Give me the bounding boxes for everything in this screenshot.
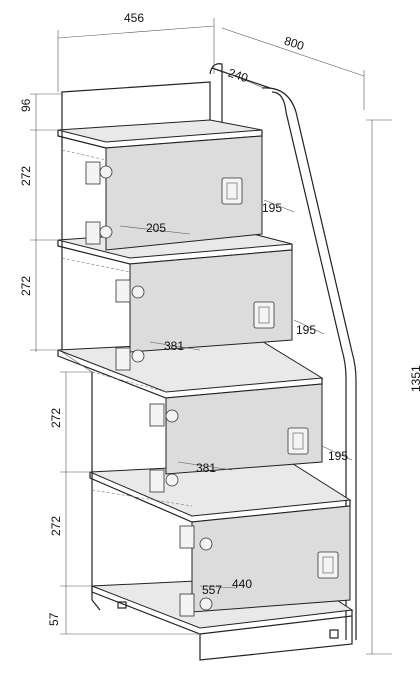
dim-compartment-4: 272 bbox=[49, 516, 63, 536]
dim-total-height: 1351 bbox=[409, 365, 420, 392]
dimension-lines bbox=[30, 18, 392, 655]
door-front-4 bbox=[191, 505, 351, 613]
feet bbox=[117, 601, 339, 639]
dim-top-gap: 96 bbox=[19, 98, 33, 112]
dim-compartment-3: 272 bbox=[49, 408, 63, 428]
dimension-labels: 456 800 240 1351 195 195 195 205 381 381… bbox=[19, 11, 420, 626]
recessed-handle-icon bbox=[221, 177, 339, 579]
side-rail bbox=[261, 87, 357, 640]
plinth-front bbox=[199, 616, 353, 661]
dim-base-depth: 440 bbox=[232, 577, 252, 591]
dim-step-depth-1: 195 bbox=[262, 201, 282, 215]
dim-inner-depth-2: 381 bbox=[164, 339, 184, 353]
dim-step-depth-3: 195 bbox=[328, 449, 348, 463]
dim-base-width: 557 bbox=[202, 583, 222, 597]
dim-top-step-depth: 240 bbox=[226, 66, 250, 86]
dim-inner-depth-1: 205 bbox=[146, 221, 166, 235]
dim-total-depth: 800 bbox=[282, 34, 306, 54]
dim-step-depth-2: 195 bbox=[296, 323, 316, 337]
cavity-lines bbox=[61, 149, 193, 507]
door-front-3 bbox=[165, 383, 323, 475]
dim-total-width: 456 bbox=[124, 11, 144, 25]
dim-compartment-2: 272 bbox=[19, 276, 33, 296]
door-front-2 bbox=[129, 249, 293, 353]
cabinet-hinge-icon bbox=[85, 161, 213, 617]
door-front-1 bbox=[105, 135, 263, 251]
dim-inner-depth-3: 381 bbox=[196, 461, 216, 475]
dim-plinth: 57 bbox=[47, 612, 61, 626]
dim-compartment-1: 272 bbox=[19, 166, 33, 186]
